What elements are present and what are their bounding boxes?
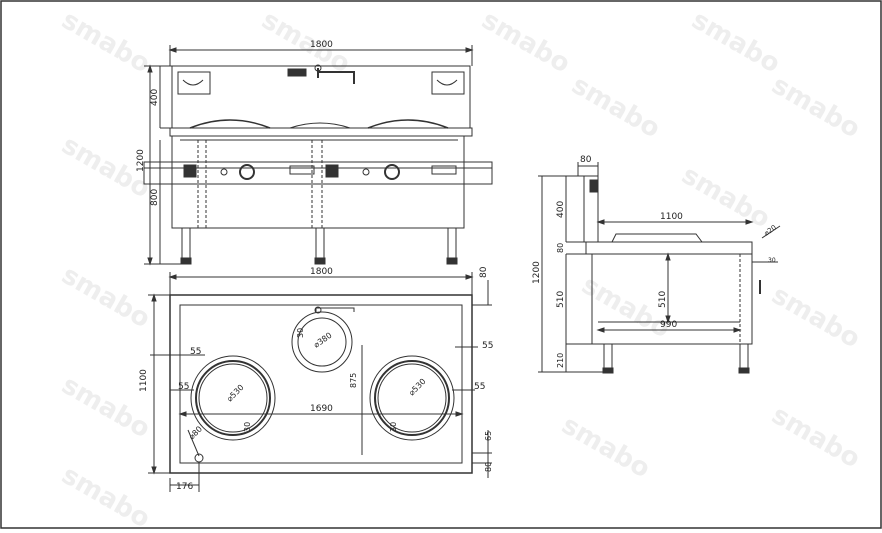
dim-bottom-offset-b: 80 (484, 462, 493, 472)
watermark: smabo (767, 280, 866, 354)
top-view (148, 272, 492, 492)
dim-side-rim: 80 (556, 243, 565, 253)
dim-small-hole-dia: ⌀380 (312, 331, 334, 350)
watermark: smabo (57, 5, 156, 79)
side-view (538, 162, 781, 374)
dim-wok-right-dia: ⌀530 (407, 377, 428, 398)
dim-top-offset: 80 (479, 266, 489, 278)
watermark: smabo (477, 5, 576, 79)
dim-bottom-offset-a: 65 (484, 431, 493, 441)
dim-left-margin-1: 55 (190, 347, 201, 357)
dim-top-width: 1800 (310, 267, 333, 277)
dim-inner-width: 1690 (310, 404, 333, 414)
dim-burner-depth: 875 (349, 373, 358, 388)
dim-ring-small: 30 (296, 328, 305, 338)
watermark: smabo (767, 70, 866, 144)
dim-front-body: 800 (150, 189, 160, 206)
dim-wok-left-dia: ⌀530 (225, 383, 246, 404)
dim-drain-dia: ⌀80 (187, 424, 204, 441)
dim-front-width: 1800 (310, 40, 333, 50)
dim-side-tank: 510 (658, 291, 668, 308)
watermark: smabo (557, 410, 656, 484)
dim-side-total: 1200 (532, 261, 542, 284)
watermark: smabo (567, 70, 666, 144)
front-view (143, 45, 493, 266)
watermark: smabo (767, 400, 866, 474)
dim-left-offset: 176 (176, 482, 193, 492)
dim-side-depth: 1100 (660, 212, 683, 222)
dim-top-depth: 1100 (139, 369, 149, 392)
watermark: smabo (57, 460, 156, 529)
dim-side-drawer: 510 (556, 291, 566, 308)
dim-front-splash: 400 (150, 89, 160, 106)
watermark: smabo (57, 260, 156, 334)
dim-side-inner: 990 (660, 320, 677, 330)
dim-side-edge: 30 (768, 257, 776, 264)
watermark: smabo (257, 5, 356, 79)
dim-side-leg: 210 (556, 353, 565, 368)
dim-left-margin-2: 55 (178, 382, 189, 392)
watermark: smabo (677, 160, 776, 234)
dim-front-height: 1200 (136, 149, 146, 172)
dim-ring-right: 30 (389, 422, 398, 432)
dim-ring-left: 30 (243, 422, 252, 432)
watermark: smabo (687, 5, 786, 79)
dim-side-top: 80 (580, 155, 592, 165)
dim-right-margin-2: 55 (474, 382, 485, 392)
dim-right-margin-1: 55 (482, 341, 493, 351)
dim-side-splash: 400 (556, 201, 566, 218)
